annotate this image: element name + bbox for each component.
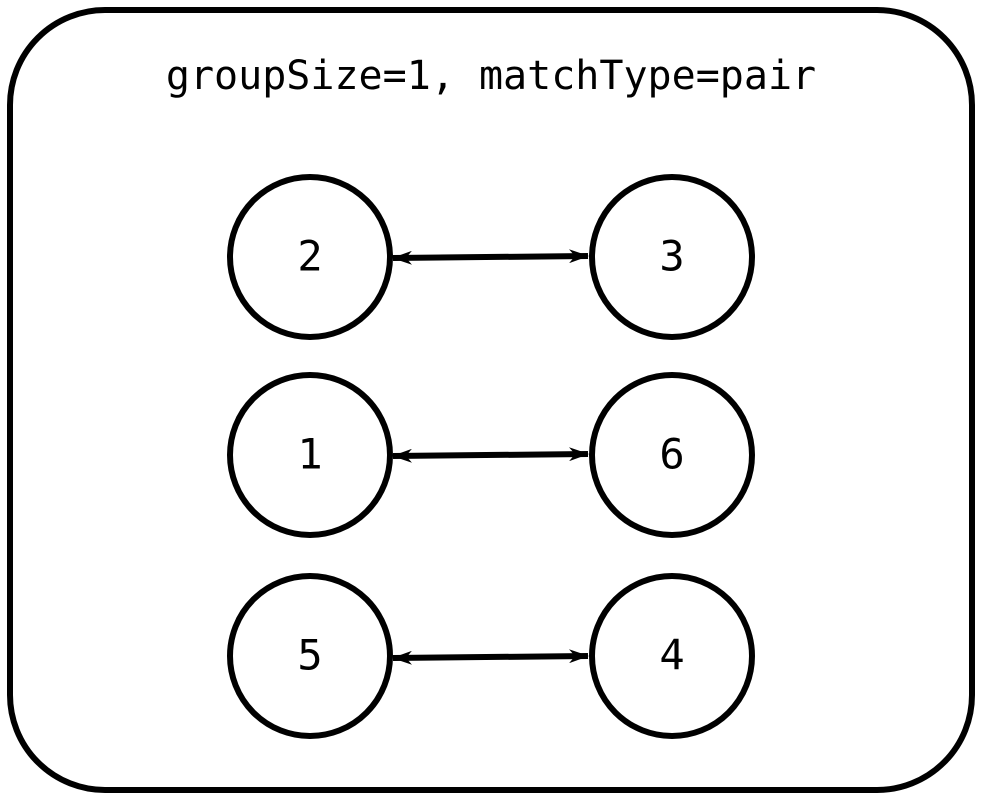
node-5: 5	[227, 573, 393, 739]
node-circle	[227, 174, 393, 340]
node-label: 5	[297, 631, 322, 680]
node-circle	[589, 573, 755, 739]
node-4: 4	[589, 573, 755, 739]
edge-5-4	[392, 649, 589, 665]
node-6: 6	[589, 372, 755, 538]
node-2: 2	[227, 174, 393, 340]
node-label: 2	[297, 232, 322, 281]
node-3: 3	[589, 174, 755, 340]
group-title: groupSize=1, matchType=pair	[166, 53, 816, 99]
edge-2-3	[392, 249, 589, 265]
edges	[392, 249, 589, 665]
node-label: 6	[659, 430, 684, 479]
node-circle	[589, 372, 755, 538]
edge-1-6	[392, 447, 589, 463]
node-circle	[589, 174, 755, 340]
node-label: 4	[659, 631, 684, 680]
node-label: 1	[297, 430, 322, 479]
node-circle	[227, 573, 393, 739]
node-1: 1	[227, 372, 393, 538]
group-container	[7, 7, 975, 793]
node-circle	[227, 372, 393, 538]
node-label: 3	[659, 232, 684, 281]
